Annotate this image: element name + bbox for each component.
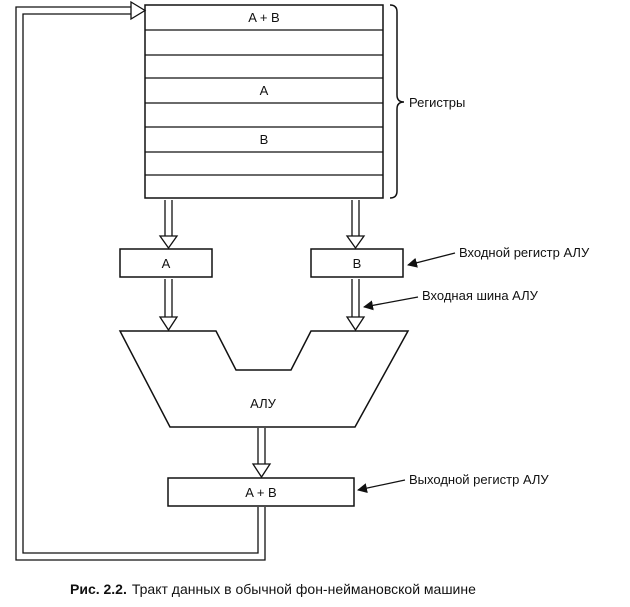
alu-label: АЛУ (250, 396, 276, 411)
annotation-input-bus: Входная шина АЛУ (422, 288, 539, 303)
input-register-b-label: B (353, 256, 362, 271)
output-register-label: A + B (245, 485, 276, 500)
bus-arrow-alu-to-output (251, 428, 272, 479)
input-register-a: A (119, 248, 213, 278)
bus-arrow-reg-to-a (158, 200, 179, 250)
annotation-input-register: Входной регистр АЛУ (459, 245, 590, 260)
feedback-bus (15, 0, 266, 561)
bus-arrow-reg-to-b (345, 200, 366, 250)
input-register-a-label: A (162, 256, 171, 271)
annotation-arrow-input-bus (363, 296, 419, 311)
caption-text: Тракт данных в обычной фон-неймановской … (132, 581, 476, 597)
annotation-arrow-input-register (407, 252, 456, 268)
annotation-output-register: Выходной регистр АЛУ (409, 472, 549, 487)
register-row-0: A + B (248, 10, 279, 25)
bus-arrow-a-to-alu (158, 279, 179, 332)
registers-brace (389, 4, 405, 199)
bus-arrow-b-to-alu (345, 279, 366, 332)
input-register-b: B (310, 248, 404, 278)
alu: АЛУ (118, 330, 410, 428)
register-row-5: B (260, 132, 269, 147)
register-file: A + B A B (144, 4, 384, 199)
registers-label: Регистры (409, 95, 465, 110)
figure-caption: Рис. 2.2. Тракт данных в обычной фон-нейм… (70, 581, 476, 597)
register-row-3: A (260, 83, 269, 98)
output-register: A + B (167, 477, 355, 507)
caption-prefix: Рис. 2.2. (70, 581, 127, 597)
annotation-arrow-output-register (357, 479, 406, 494)
